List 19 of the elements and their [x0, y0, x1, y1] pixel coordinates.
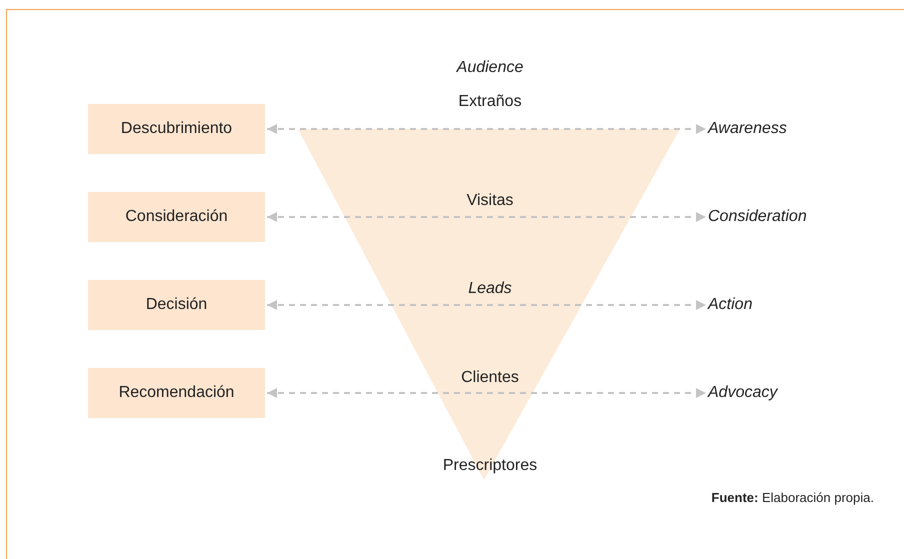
funnel-label: Leads	[467, 279, 513, 299]
stage-box: Decisión	[88, 280, 265, 330]
stage-box: Recomendación	[88, 368, 265, 418]
stage-label: Consideration	[708, 205, 858, 229]
funnel-label: Extraños	[457, 92, 523, 112]
funnel-label: Clientes	[460, 368, 520, 388]
double-arrow	[267, 300, 706, 310]
double-arrow	[267, 388, 706, 398]
stage-box: Consideración	[88, 192, 265, 242]
double-arrow	[267, 124, 706, 134]
stage-box: Descubrimiento	[88, 104, 265, 154]
stage-label: Advocacy	[708, 381, 858, 405]
double-arrow	[267, 212, 706, 222]
stage-label: Action	[708, 293, 858, 317]
caption: Fuente: Elaboración propia.	[711, 489, 874, 507]
funnel-label: Audience	[455, 58, 524, 78]
funnel-label: Visitas	[466, 191, 514, 211]
stage-label: Awareness	[708, 117, 858, 141]
funnel-label: Prescriptores	[442, 456, 538, 476]
